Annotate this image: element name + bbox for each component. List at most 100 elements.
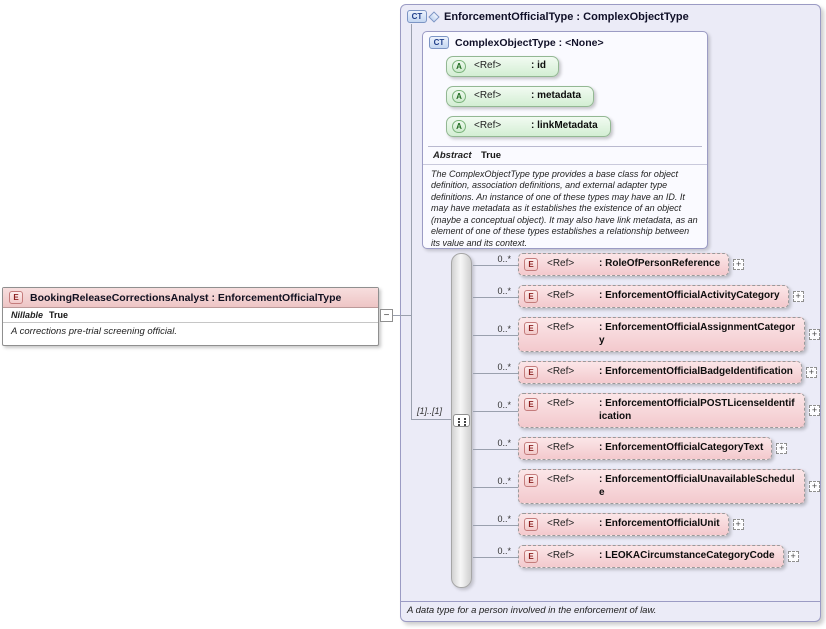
element-ref-box[interactable]: E <Ref> : EnforcementOfficialCategoryTex… <box>518 437 773 460</box>
attribute-icon: A <box>452 120 466 133</box>
expand-toggle-icon[interactable]: + <box>809 481 820 492</box>
element-icon: E <box>524 518 538 531</box>
connector: 0..* <box>473 513 518 536</box>
expand-toggle-icon[interactable]: + <box>776 443 788 454</box>
element-icon: E <box>524 290 538 303</box>
base-type-box[interactable]: CT ComplexObjectType : <None> A <Ref> : … <box>422 31 708 249</box>
attribute-ref: <Ref> <box>474 60 502 72</box>
attribute-ref: <Ref> <box>474 90 502 102</box>
expand-toggle-icon[interactable]: + <box>732 519 744 530</box>
element-ref-box[interactable]: E <Ref> : LEOKACircumstanceCategoryCode <box>518 545 784 568</box>
type-description: A data type for a person involved in the… <box>401 601 820 621</box>
element-ref-box[interactable]: E <Ref> : RoleOfPersonReference <box>518 253 730 276</box>
element-ref-box[interactable]: E <Ref> : EnforcementOfficialUnavailable… <box>518 469 805 504</box>
element-row: 0..* E <Ref> : EnforcementOfficialPOSTLi… <box>473 393 820 428</box>
element-title: BookingReleaseCorrectionsAnalyst : Enfor… <box>30 291 342 304</box>
nillable-property-row: Nillable True <box>3 308 378 323</box>
element-ref-box[interactable]: E <Ref> : EnforcementOfficialActivityCat… <box>518 285 789 308</box>
element-icon: E <box>9 291 23 304</box>
element-ref-box[interactable]: E <Ref> : EnforcementOfficialAssignmentC… <box>518 317 805 352</box>
connector-line <box>473 556 518 558</box>
expand-toggle-icon[interactable]: + <box>809 329 820 340</box>
element-name: : LEOKACircumstanceCategoryCode <box>599 550 775 561</box>
cardinality-label: 0..* <box>497 437 511 448</box>
element-row: 0..* E <Ref> : EnforcementOfficialBadgeI… <box>473 361 820 384</box>
attribute-name: : linkMetadata <box>531 120 598 132</box>
nillable-value: True <box>49 310 69 320</box>
connector-line-to-sequence <box>411 419 451 420</box>
element-ref: <Ref> <box>547 322 575 333</box>
connector-line <box>473 296 518 298</box>
attribute-box[interactable]: A <Ref> : id <box>446 56 559 77</box>
element-row: 0..* E <Ref> : EnforcementOfficialUnavai… <box>473 469 820 504</box>
element-list: 0..* E <Ref> : RoleOfPersonReference + 0… <box>473 253 820 568</box>
base-type-title: ComplexObjectType : <None> <box>455 36 604 49</box>
element-ref-box[interactable]: E <Ref> : EnforcementOfficialBadgeIdenti… <box>518 361 802 384</box>
element-ref: <Ref> <box>547 518 575 529</box>
element-description: A corrections pre-trial screening offici… <box>11 326 177 337</box>
expand-toggle-icon[interactable]: + <box>733 259 745 270</box>
connector: 0..* <box>473 285 518 308</box>
type-reference-icon[interactable] <box>428 10 440 23</box>
element-name: : EnforcementOfficialBadgeIdentification <box>599 366 793 377</box>
element-ref-box[interactable]: E <Ref> : EnforcementOfficialPOSTLicense… <box>518 393 805 428</box>
attribute-box[interactable]: A <Ref> : linkMetadata <box>446 116 611 137</box>
element-box-booking-release-corrections-analyst[interactable]: E BookingReleaseCorrectionsAnalyst : Enf… <box>2 287 379 346</box>
element-name: : EnforcementOfficialCategoryText <box>599 442 764 453</box>
element-ref: <Ref> <box>547 290 575 301</box>
element-name: : EnforcementOfficialPOSTLicenseIdentifi… <box>599 398 795 422</box>
cardinality-label: 0..* <box>497 323 511 334</box>
sequence-icon[interactable] <box>453 414 470 427</box>
connector-line <box>473 334 518 336</box>
connector: 0..* <box>473 437 518 460</box>
expand-toggle-icon[interactable]: + <box>787 551 799 562</box>
element-ref: <Ref> <box>547 474 575 485</box>
attribute-icon: A <box>452 60 466 73</box>
sequence-cardinality-label: [1]..[1] <box>417 406 443 416</box>
cardinality-label: 0..* <box>497 545 511 556</box>
base-type-title-row: CT ComplexObjectType : <None> <box>423 32 707 52</box>
connector-line <box>393 315 411 316</box>
cardinality-label: 0..* <box>497 399 511 410</box>
element-ref: <Ref> <box>547 442 575 453</box>
expand-toggle-icon[interactable]: + <box>805 367 817 378</box>
complex-type-icon: CT <box>407 10 427 23</box>
expand-toggle-icon[interactable]: + <box>809 405 820 416</box>
element-ref-box[interactable]: E <Ref> : EnforcementOfficialUnit <box>518 513 729 536</box>
connector-line <box>473 486 518 488</box>
complex-type-icon: CT <box>429 36 449 49</box>
element-ref: <Ref> <box>547 258 575 269</box>
attribute-name: : id <box>531 60 546 72</box>
collapse-toggle-icon[interactable]: − <box>380 309 393 322</box>
element-name: : RoleOfPersonReference <box>599 258 721 269</box>
element-icon: E <box>524 474 538 487</box>
connector: 0..* <box>473 361 518 384</box>
element-row: 0..* E <Ref> : RoleOfPersonReference + <box>473 253 820 276</box>
expand-toggle-icon[interactable]: + <box>792 291 804 302</box>
element-name: : EnforcementOfficialUnit <box>599 518 720 529</box>
attribute-box[interactable]: A <Ref> : metadata <box>446 86 595 107</box>
connector-line <box>473 524 518 526</box>
element-row: 0..* E <Ref> : EnforcementOfficialUnit + <box>473 513 820 536</box>
connector: 0..* <box>473 545 518 568</box>
element-icon: E <box>524 322 538 335</box>
element-icon: E <box>524 442 538 455</box>
connector: 0..* <box>473 253 518 276</box>
element-icon: E <box>524 366 538 379</box>
element-name: : EnforcementOfficialAssignmentCategory <box>599 322 796 346</box>
abstract-value: True <box>481 150 502 161</box>
connector: 0..* <box>473 469 518 504</box>
element-row: 0..* E <Ref> : EnforcementOfficialActivi… <box>473 285 820 308</box>
type-title-row: CT EnforcementOfficialType : ComplexObje… <box>407 10 689 23</box>
connector-line <box>473 264 518 266</box>
cardinality-label: 0..* <box>497 475 511 486</box>
element-icon: E <box>524 550 538 563</box>
separator <box>428 146 702 147</box>
element-header: E BookingReleaseCorrectionsAnalyst : Enf… <box>3 288 378 308</box>
abstract-label: Abstract <box>433 150 472 161</box>
attribute-list: A <Ref> : id A <Ref> : metadata A <Ref> … <box>423 52 707 146</box>
attribute-ref: <Ref> <box>474 120 502 132</box>
base-type-description: The ComplexObjectType type provides a ba… <box>431 169 698 248</box>
abstract-property-row: Abstract True <box>423 147 707 165</box>
